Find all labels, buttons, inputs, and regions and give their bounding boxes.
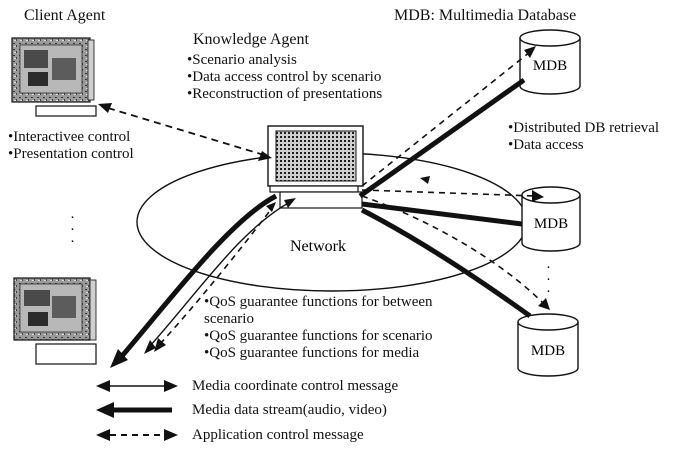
legend-label-thin: Media coordinate control message [192,378,399,394]
mdb-function-2: •Data access [508,137,584,153]
client-agent-title: Client Agent [24,7,106,24]
knowledge-computer [267,125,364,209]
dashed-arrow-client-top [98,103,272,161]
legend-thick-arrow [96,402,172,418]
mdb-label-2: MDB [534,216,568,232]
network-label: Network [290,238,346,255]
qos-functions: •QoS guarantee functions for between sce… [204,294,433,362]
legend-dashed-arrow [96,429,178,441]
dashed-arrows-to-mdb [361,46,550,310]
client-computer-bottom [13,277,97,365]
mdb-ellipsis: · · · [546,260,551,300]
qos-item-2: •QoS guarantee functions for scenario [204,328,433,344]
knowledge-agent-title: Knowledge Agent [193,31,309,48]
mdb-title: MDB: Multimedia Database [394,7,577,24]
mdb-cylinder-3: MDB [517,313,579,377]
knowledge-function-1: •Scenario analysis [187,52,297,68]
client-ellipsis: · · · [70,210,75,250]
qos-item-3: •QoS guarantee functions for media [204,345,420,361]
thin-arrow-client-bottom [144,198,296,354]
knowledge-agent-functions: •Scenario analysis •Data access control … [187,52,382,103]
knowledge-function-2: •Data access control by scenario [187,69,382,85]
legend-label-dashed: Application control message [192,427,364,443]
mdb-functions: •Distributed DB retrieval •Data access [508,120,659,154]
legend-thin-double-arrow [96,380,178,392]
thick-stream-to-client [120,193,278,358]
thick-line-mdb-2 [361,201,523,227]
client-function-1: •Interactivee control [8,129,131,145]
client-agent-functions: •Interactivee control •Presentation cont… [8,129,134,163]
qos-item-1: •QoS guarantee functions for between [204,294,433,310]
legend-label-thick: Media data stream(audio, video) [192,402,387,418]
client-computer-top [11,37,97,117]
qos-item-1-cont: scenario [204,311,254,327]
thick-line-mdb-3 [360,207,532,319]
client-function-2: •Presentation control [8,146,134,162]
mdb-label-3: MDB [531,343,565,359]
thick-line-mdb-1 [358,77,526,199]
mdb-label-1: MDB [533,58,567,74]
mdb-function-1: •Distributed DB retrieval [508,120,660,136]
knowledge-function-3: •Reconstruction of presentations [187,86,383,102]
mdb-cylinder-1: MDB [519,29,581,95]
dashed-arrow-client-bottom [154,202,276,352]
